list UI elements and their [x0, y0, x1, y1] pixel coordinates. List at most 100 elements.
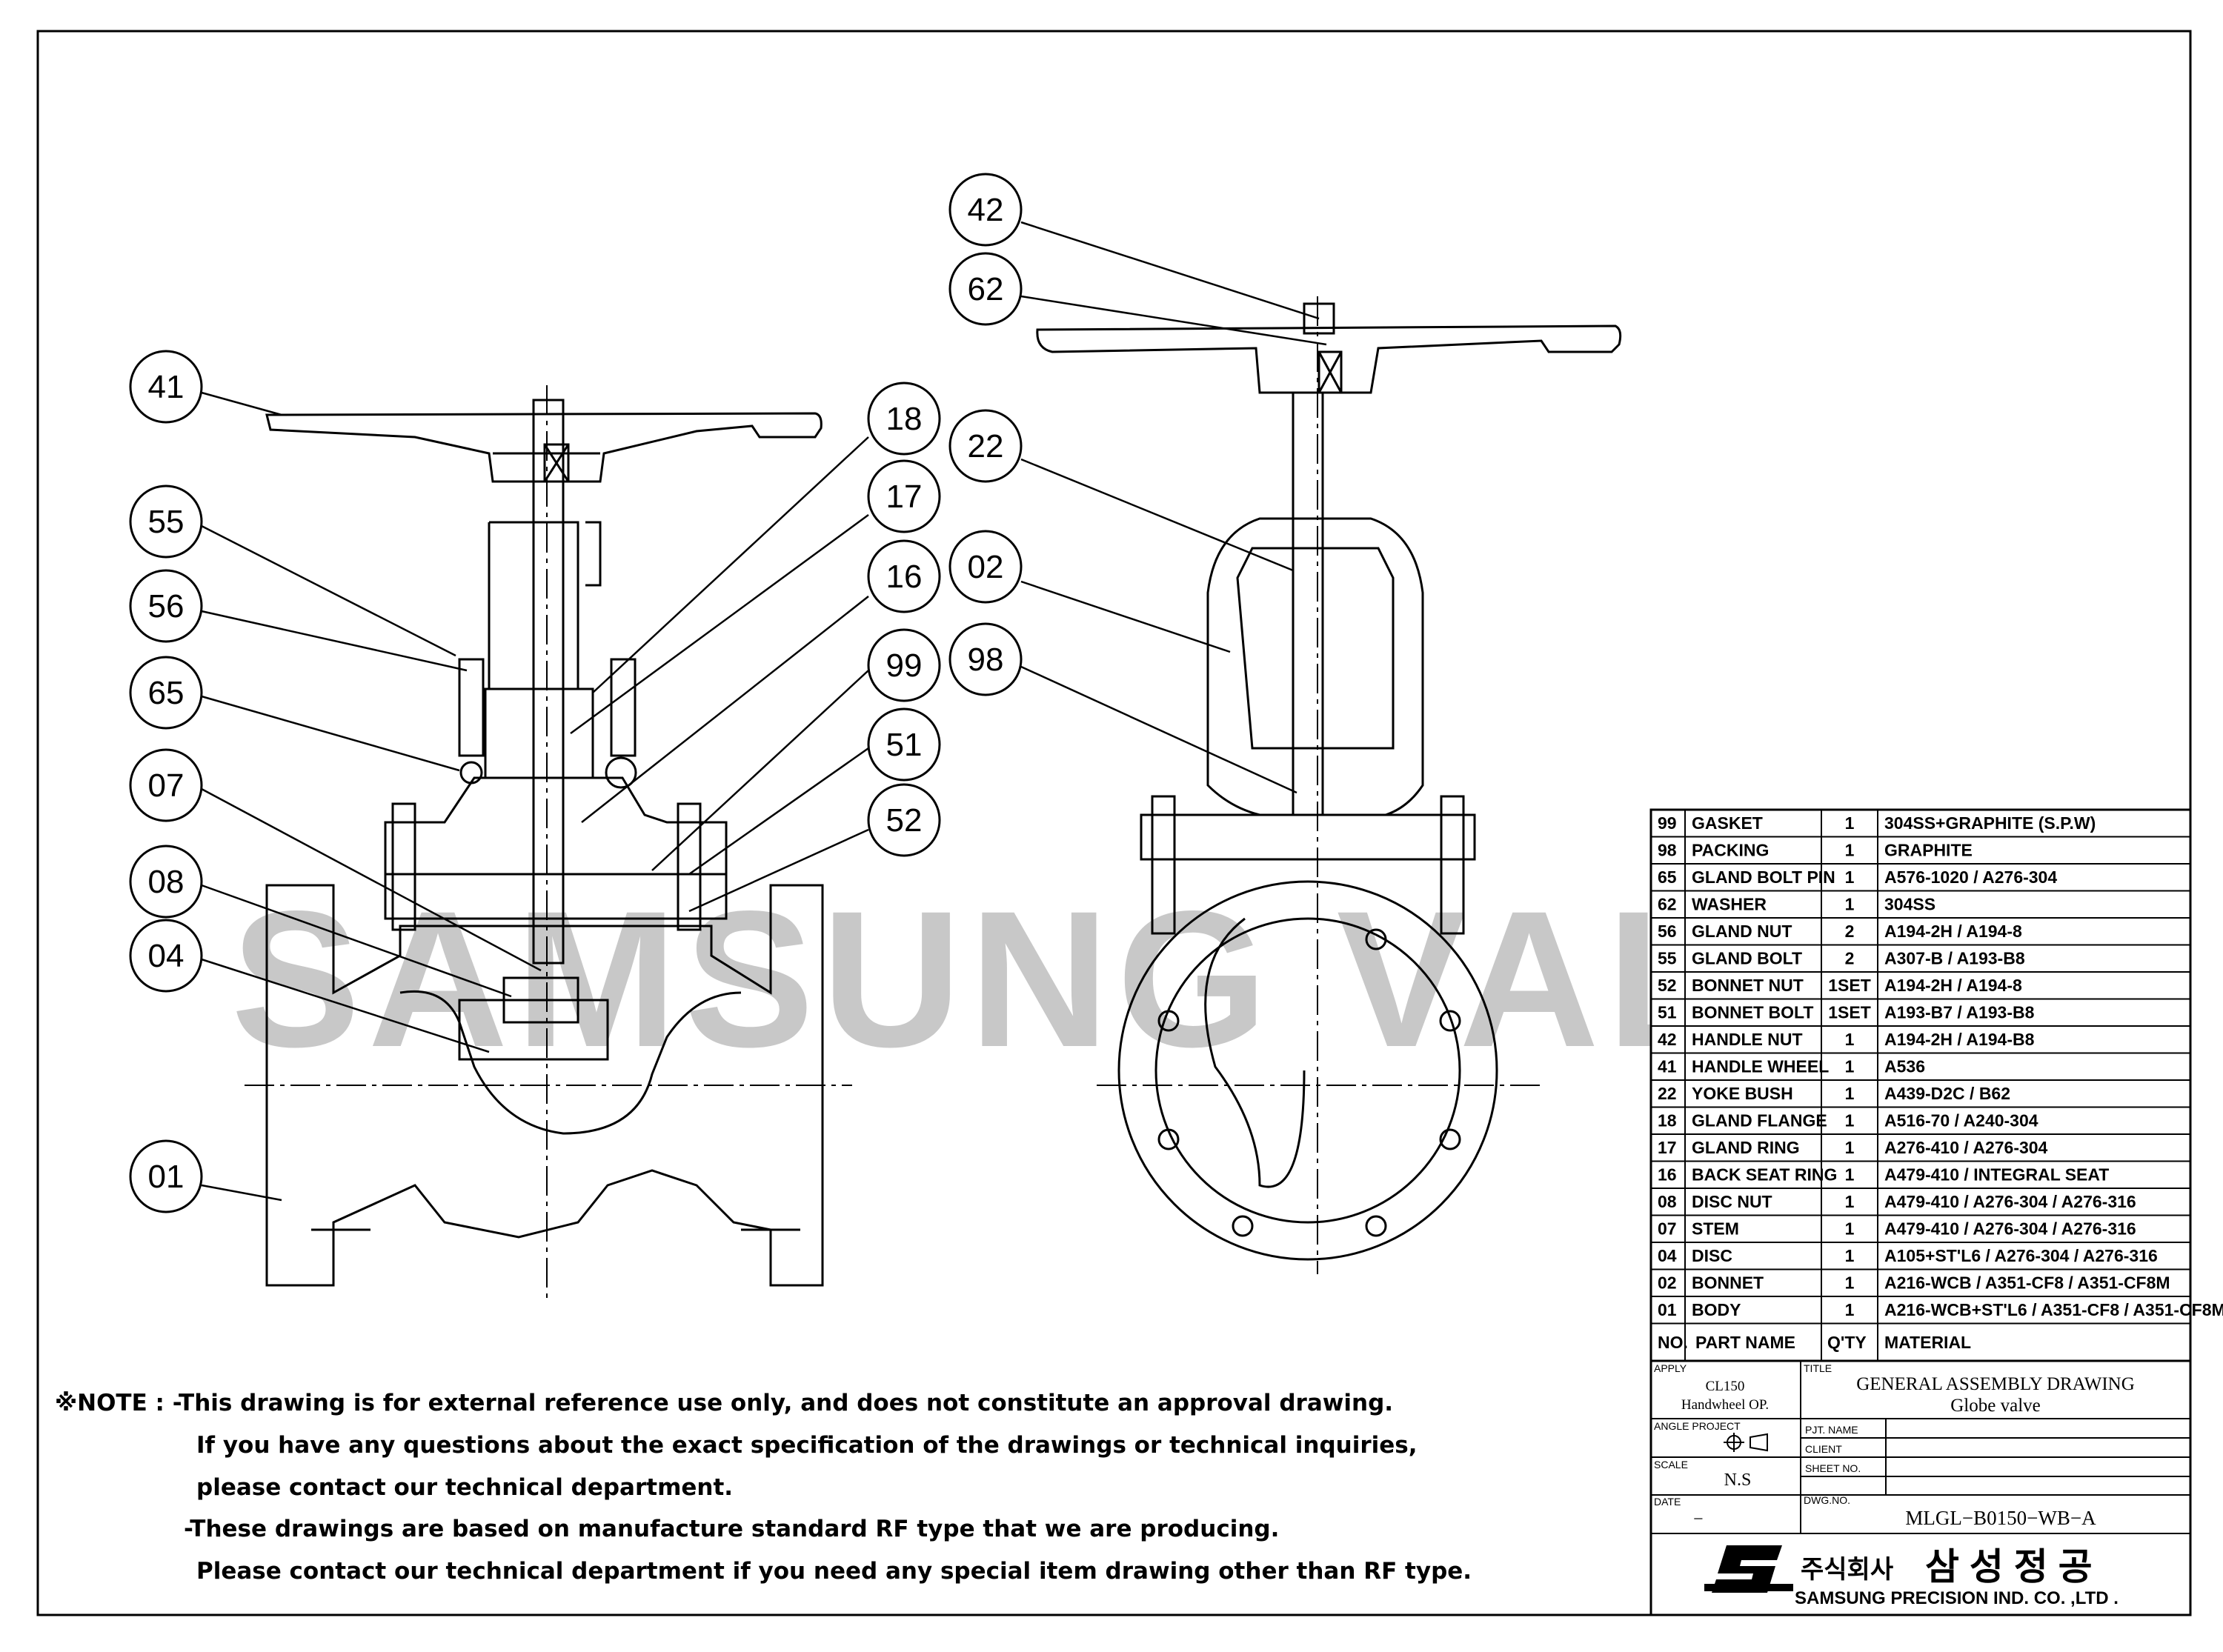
company-english-name: SAMSUNG PRECISION IND. CO. ,LTD .: [1795, 1588, 2119, 1608]
part-qty: 1: [1845, 1300, 1855, 1319]
part-material: A536: [1884, 1057, 1925, 1076]
svg-text:01: 01: [148, 1159, 185, 1195]
part-material: A439-D2C / B62: [1884, 1084, 2010, 1103]
part-name: GLAND FLANGE: [1692, 1111, 1827, 1130]
part-qty: 1: [1845, 1057, 1855, 1076]
apply-class: CL150: [1706, 1379, 1745, 1394]
bonnet-bolt-right-b: [1440, 795, 1465, 935]
part-no: 41: [1658, 1057, 1677, 1076]
part-material: A193-B7 / A193-B8: [1884, 1003, 2035, 1022]
balloon-52: 52: [867, 783, 941, 857]
part-name: BONNET BOLT: [1692, 1003, 1813, 1022]
note-line-4: -These drawings are based on manufacture…: [184, 1516, 1280, 1542]
disc-nut-left: [502, 976, 579, 1024]
svg-text:51: 51: [886, 727, 923, 763]
part-qty: 1: [1845, 895, 1855, 914]
part-qty: 1: [1845, 1192, 1855, 1211]
balloon-02: 02: [948, 530, 1023, 604]
svg-text:56: 56: [148, 588, 185, 625]
svg-text:07: 07: [148, 767, 185, 804]
scale-label: SCALE: [1654, 1459, 1688, 1471]
washer-right: [1317, 350, 1343, 394]
note-prefix: ※NOTE :: [55, 1390, 173, 1416]
part-no: 62: [1658, 895, 1677, 914]
yoke-window-right: [1236, 547, 1395, 750]
yoke-right: [1206, 517, 1424, 816]
balloon-04: 04: [129, 919, 203, 993]
balloon-18: 18: [867, 382, 941, 456]
part-material: A479-410 / A276-304 / A276-316: [1884, 1192, 2136, 1211]
part-qty: 1: [1845, 1246, 1855, 1265]
part-no: 51: [1658, 1003, 1677, 1022]
part-name: GLAND NUT: [1692, 922, 1792, 941]
bonnet-left: [384, 776, 728, 876]
angle-project-label: ANGLE PROJECT: [1654, 1420, 1741, 1432]
svg-text:65: 65: [148, 675, 185, 711]
part-qty: 1: [1845, 1084, 1855, 1103]
part-name: DISC NUT: [1692, 1192, 1772, 1211]
balloon-51: 51: [867, 707, 941, 782]
part-qty: 1: [1845, 867, 1855, 887]
svg-text:08: 08: [148, 864, 185, 900]
part-name: WASHER: [1692, 895, 1767, 914]
part-no: 02: [1658, 1273, 1677, 1293]
scale-value: N.S: [1724, 1471, 1752, 1490]
part-no: 55: [1658, 949, 1677, 968]
date-value: −: [1693, 1510, 1704, 1529]
balloon-65: 65: [129, 656, 203, 730]
right-end-view: [1036, 302, 1622, 1261]
client-label: CLIENT: [1805, 1443, 1842, 1455]
bonnet-flange-left: [384, 873, 728, 920]
part-material: A479-410 / A276-304 / A276-316: [1884, 1219, 2136, 1239]
part-name: GLAND BOLT: [1692, 949, 1802, 968]
part-material: 304SS+GRAPHITE (S.P.W): [1884, 813, 2096, 833]
balloons-right: 42 62 22 02 98: [948, 173, 1023, 696]
note-line-2: If you have any questions about the exac…: [196, 1432, 1418, 1459]
part-qty: 1SET: [1828, 1003, 1871, 1022]
part-name: STEM: [1692, 1219, 1739, 1239]
svg-text:42: 42: [968, 192, 1004, 228]
balloon-08: 08: [129, 845, 203, 919]
balloon-56: 56: [129, 569, 203, 643]
svg-text:22: 22: [968, 428, 1004, 464]
part-qty: 1: [1845, 1030, 1855, 1049]
part-material: A194-2H / A194-8: [1884, 922, 2022, 941]
part-no: 42: [1658, 1030, 1677, 1049]
part-material: A216-WCB+ST'L6 / A351-CF8 / A351-CF8M: [1884, 1300, 2223, 1319]
note-line-1: ※NOTE : -This drawing is for external re…: [55, 1390, 1393, 1416]
note-line-3: please contact our technical department.: [196, 1474, 734, 1501]
part-qty: 1: [1845, 1273, 1855, 1293]
part-material: A276-410 / A276-304: [1884, 1138, 2048, 1157]
handwheel-left: [265, 412, 823, 483]
part-qty: 1SET: [1828, 976, 1871, 995]
svg-text:55: 55: [148, 504, 185, 540]
svg-text:04: 04: [148, 938, 185, 974]
balloons-mid: 18 17 16 99 51 52: [867, 382, 941, 857]
note-line-5: Please contact our technical department …: [196, 1558, 1472, 1585]
part-material: A516-70 / A240-304: [1884, 1111, 2038, 1130]
part-name: BONNET NUT: [1692, 976, 1804, 995]
part-material: A105+ST'L6 / A276-304 / A276-316: [1884, 1246, 2158, 1265]
balloon-99: 99: [867, 628, 941, 702]
part-qty: 1: [1845, 813, 1855, 833]
apply-operation: Handwheel OP.: [1681, 1397, 1769, 1413]
balloon-01: 01: [129, 1139, 203, 1213]
part-material: A576-1020 / A276-304: [1884, 867, 2057, 887]
balloons-left: 41 55 56 65 07 08 04 01: [129, 350, 203, 1213]
title-label: TITLE: [1804, 1362, 1832, 1374]
part-qty: 1: [1845, 841, 1855, 860]
leader-lines: [201, 221, 1327, 1202]
part-no: 65: [1658, 867, 1677, 887]
company-korean-prefix: 주식회사: [1801, 1556, 1893, 1584]
part-no: 56: [1658, 922, 1677, 941]
samsung-precision-logo: [1704, 1545, 1793, 1593]
right-centerlines: [1097, 296, 1541, 1274]
